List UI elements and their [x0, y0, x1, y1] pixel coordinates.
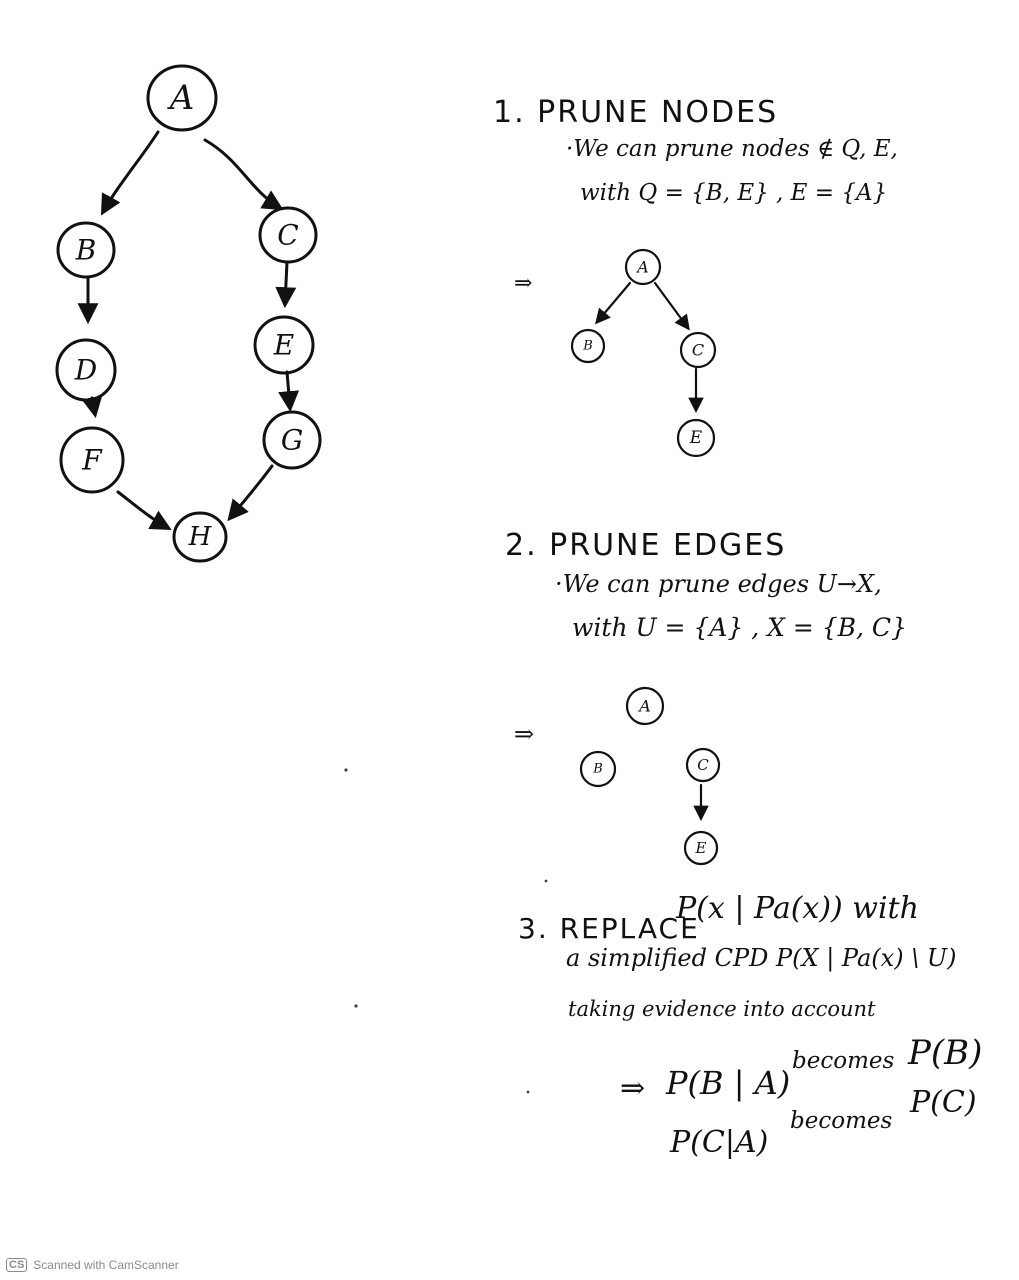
step2-node-a: A	[625, 686, 665, 726]
node-g: G	[262, 410, 322, 470]
step2-line1: ·We can prune edges U→X,	[555, 570, 882, 598]
svg-text:B: B	[75, 234, 97, 267]
step1-node-e: E	[676, 418, 716, 458]
step3-result1-lhs: P(B | A)	[665, 1064, 790, 1102]
node-e: E	[253, 315, 315, 375]
step2-arrow: ⇒	[514, 720, 534, 748]
edge-g-h	[227, 464, 274, 522]
node-c: C	[258, 206, 318, 264]
svg-text:E: E	[273, 329, 294, 362]
step1-node-a: A	[624, 248, 662, 286]
step2-node-b: B	[579, 750, 617, 788]
step3-heading-expr: P(x | Pa(x)) with	[675, 891, 919, 926]
step1-line1: ·We can prune nodes ∉ Q, E,	[566, 136, 898, 162]
svg-text:A: A	[167, 78, 195, 118]
svg-text:F: F	[81, 444, 103, 477]
edge-a-b	[100, 130, 160, 216]
step3-result2-rhs: P(C)	[909, 1085, 977, 1120]
step3-result1-arrow: ⇒	[620, 1071, 645, 1106]
step3: 3. REPLACE P(x | Pa(x)) with a simplifie…	[518, 891, 982, 1160]
camscanner-logo-icon: CS	[6, 1258, 28, 1272]
step1-node-c: C	[679, 331, 717, 369]
watermark-text: Scanned with CamScanner	[33, 1258, 179, 1272]
step1-graph: A B C E	[570, 248, 717, 458]
edge-e-g	[278, 370, 300, 413]
edge-f-h	[116, 490, 172, 531]
full-graph: A B C D E F G H	[55, 64, 322, 563]
step2-node-c: C	[685, 747, 721, 783]
svg-text:E: E	[695, 839, 707, 857]
step1-line2: with Q = {B, E} , E = {A}	[580, 180, 887, 206]
svg-text:C: C	[692, 341, 704, 360]
step1-heading: 1. PRUNE NODES	[493, 95, 778, 130]
svg-text:C: C	[697, 756, 709, 774]
svg-text:B: B	[582, 339, 593, 354]
node-b: B	[56, 221, 116, 279]
node-f: F	[59, 426, 125, 494]
step1-node-b: B	[570, 328, 606, 364]
step3-line1: a simplified CPD P(X | Pa(x) \ U)	[566, 944, 957, 973]
step3-result1-mid: becomes	[792, 1048, 894, 1074]
svg-text:D: D	[74, 354, 97, 387]
step2-node-e: E	[683, 830, 719, 866]
step3-result2-lhs: P(C|A)	[669, 1125, 768, 1160]
edge-a-c-pruned-graph	[653, 281, 690, 331]
step3-result1-rhs: P(B)	[907, 1033, 982, 1073]
svg-text:C: C	[277, 219, 298, 252]
svg-text:E: E	[689, 428, 703, 448]
svg-text:H: H	[188, 522, 213, 552]
svg-text:G: G	[281, 424, 303, 457]
camscanner-watermark: CS Scanned with CamScanner	[6, 1258, 179, 1272]
edge-c-e	[275, 260, 297, 309]
node-d: D	[55, 338, 117, 402]
node-a: A	[146, 64, 218, 132]
step1-arrow: ⇒	[514, 271, 532, 296]
step2: 2. PRUNE EDGES ·We can prune edges U→X, …	[505, 528, 907, 866]
step1: 1. PRUNE NODES ·We can prune nodes ∉ Q, …	[493, 95, 898, 458]
svg-text:A: A	[637, 697, 651, 716]
step2-line2: with U = {A} , X = {B, C}	[572, 613, 907, 642]
step2-heading: 2. PRUNE EDGES	[505, 528, 786, 563]
step2-graph: A B C E	[579, 686, 721, 866]
svg-text:A: A	[635, 258, 649, 277]
svg-text:B: B	[592, 762, 603, 777]
step3-line2: taking evidence into account	[568, 997, 876, 1021]
edge-a-b-pruned-graph	[595, 281, 632, 325]
step3-result2-mid: becomes	[790, 1108, 892, 1134]
step3-heading: 3. REPLACE	[518, 912, 700, 945]
node-h: H	[172, 511, 228, 563]
edge-a-c	[203, 138, 284, 211]
